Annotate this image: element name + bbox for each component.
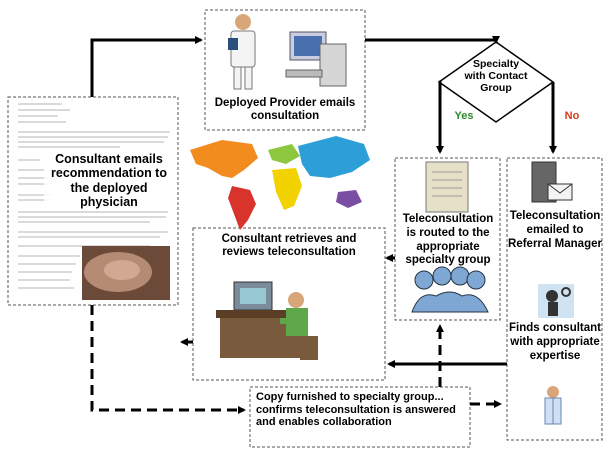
mail-server-icon [531,161,573,203]
arrow-yes [436,80,444,154]
label-no: No [564,110,580,122]
label-deployed-provider: Deployed Provider emails consultation [214,97,356,123]
label-finds: Finds consultant with appropriate expert… [509,322,601,362]
label-retrieves: Consultant retrieves and reviews telecon… [221,233,357,259]
map-australia [336,190,362,208]
arrows [90,36,557,368]
computer-icon [285,31,347,87]
map-africa [272,168,302,210]
server-icon [425,161,469,213]
label-referral: Teleconsultation emailed to Referral Man… [508,210,602,250]
doctor-icon [228,14,256,90]
group-of-people-icon [411,266,489,313]
email-document [18,103,170,300]
copy-box [249,386,471,448]
doctor-figure-icon [544,386,562,425]
map-asia [298,136,370,178]
decision-diamond [437,41,555,123]
arrow-provider-to-decision [365,36,500,44]
map-south-america [228,186,256,230]
label-decision: Specialty with Contact Group [464,58,528,95]
label-copy: Copy furnished to specialty group... con… [256,391,456,429]
label-yes: Yes [454,110,474,122]
world-map [190,136,370,230]
map-north-america [190,140,258,178]
dashed-arrows [90,305,502,414]
searching-person-icon [538,284,574,318]
consultant-desk-icon [216,281,318,360]
label-routed: Teleconsultation is routed to the approp… [402,213,494,267]
label-consultant-emails: Consultant emails recommendation to the … [44,152,174,210]
map-europe [268,144,300,164]
arrow-email-to-provider [90,36,203,97]
dashed-email-to-copy [90,305,246,414]
